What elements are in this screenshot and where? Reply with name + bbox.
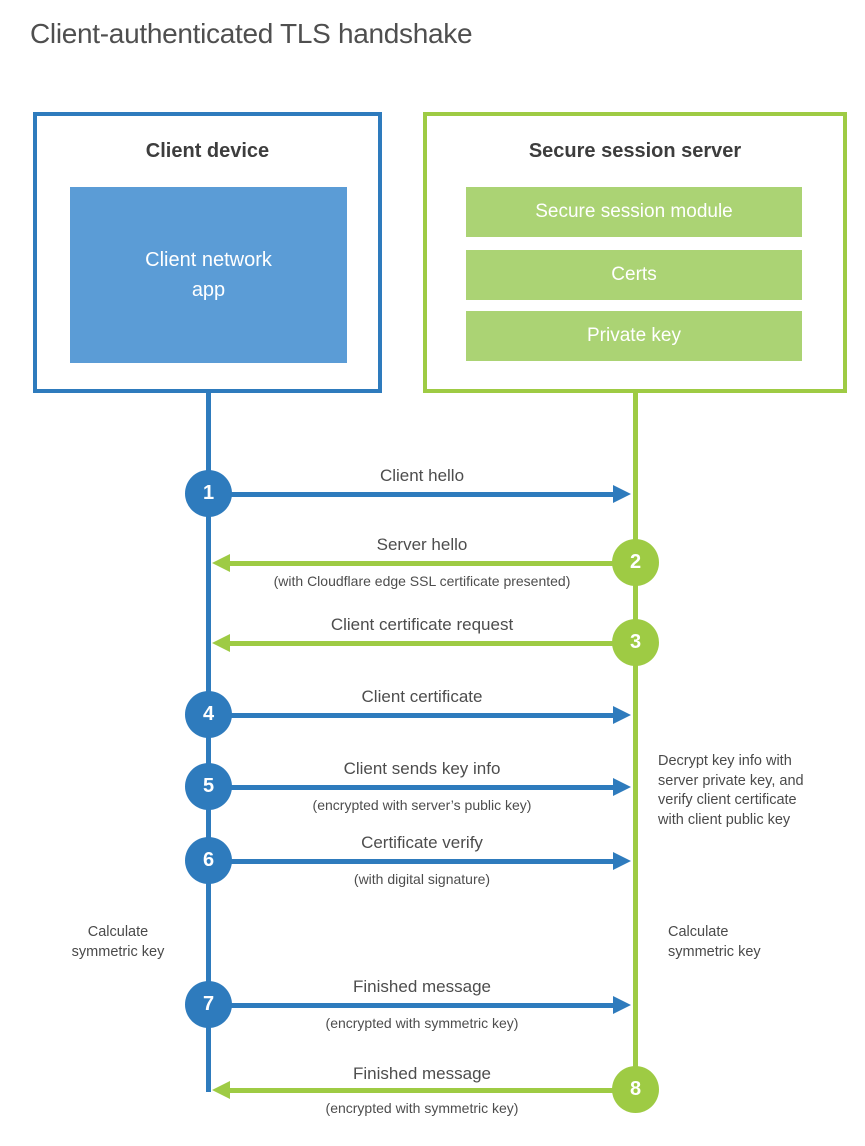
step-8-label: Finished message bbox=[353, 1064, 491, 1083]
step-3-badge: 3 bbox=[612, 619, 659, 666]
step-8-arrow bbox=[230, 1088, 613, 1093]
arrow-right-icon bbox=[613, 852, 631, 870]
calculate-symmetric-key-right: Calculate symmetric key bbox=[668, 924, 761, 960]
step-1-arrow bbox=[230, 492, 613, 497]
step-2-badge: 2 bbox=[612, 539, 659, 586]
step-3-arrow bbox=[230, 641, 613, 646]
step-5-label: Client sends key info bbox=[343, 759, 501, 778]
step-7-sublabel: (encrypted with symmetric key) bbox=[325, 1015, 519, 1031]
arrow-left-icon bbox=[212, 634, 230, 652]
server-lifeline bbox=[633, 393, 638, 1090]
page-title: Client-authenticated TLS handshake bbox=[30, 18, 473, 49]
step-8-badge: 8 bbox=[612, 1066, 659, 1113]
arrow-right-icon bbox=[613, 706, 631, 724]
step-5-sublabel: (encrypted with server’s public key) bbox=[312, 797, 532, 813]
calculate-symmetric-key-left: Calculate symmetric key bbox=[71, 924, 165, 960]
step-7-badge: 7 bbox=[185, 981, 232, 1028]
step-3-label: Client certificate request bbox=[330, 615, 514, 634]
step-2-label: Server hello bbox=[376, 535, 468, 554]
step-5-badge: 5 bbox=[185, 763, 232, 810]
server-bar-secure-session-module: Secure session module bbox=[466, 187, 802, 237]
client-network-app-box: Client network app bbox=[70, 187, 347, 363]
arrow-left-icon bbox=[212, 554, 230, 572]
step-8-sublabel: (encrypted with symmetric key) bbox=[325, 1100, 519, 1116]
server-bar-certs: Certs bbox=[466, 250, 802, 300]
step-6-badge: 6 bbox=[185, 837, 232, 884]
client-device-box: Client device Client network app bbox=[33, 112, 382, 393]
step-1-badge: 1 bbox=[185, 470, 232, 517]
step-4-arrow bbox=[230, 713, 613, 718]
arrow-right-icon bbox=[613, 485, 631, 503]
arrow-right-icon bbox=[613, 778, 631, 796]
secure-session-server-title: Secure session server bbox=[528, 140, 742, 162]
client-lifeline bbox=[206, 393, 211, 1092]
step-6-label: Certificate verify bbox=[361, 833, 483, 852]
step-5-arrow bbox=[230, 785, 613, 790]
client-device-title: Client device bbox=[145, 140, 270, 162]
arrow-right-icon bbox=[613, 996, 631, 1014]
server-bar-private-key: Private key bbox=[466, 311, 802, 361]
step-7-arrow bbox=[230, 1003, 613, 1008]
secure-session-server-box: Secure session server Secure session mod… bbox=[423, 112, 847, 393]
step-6-sublabel: (with digital signature) bbox=[353, 871, 491, 887]
step-4-label: Client certificate bbox=[361, 687, 483, 706]
arrow-left-icon bbox=[212, 1081, 230, 1099]
step-2-sublabel: (with Cloudflare edge SSL certificate pr… bbox=[273, 573, 571, 589]
decrypt-note: Decrypt key info with server private key… bbox=[658, 753, 804, 828]
step-1-label: Client hello bbox=[379, 466, 465, 485]
client-network-app-label: Client network app bbox=[145, 249, 272, 301]
step-2-arrow bbox=[230, 561, 613, 566]
step-6-arrow bbox=[230, 859, 613, 864]
step-4-badge: 4 bbox=[185, 691, 232, 738]
step-7-label: Finished message bbox=[353, 977, 491, 996]
